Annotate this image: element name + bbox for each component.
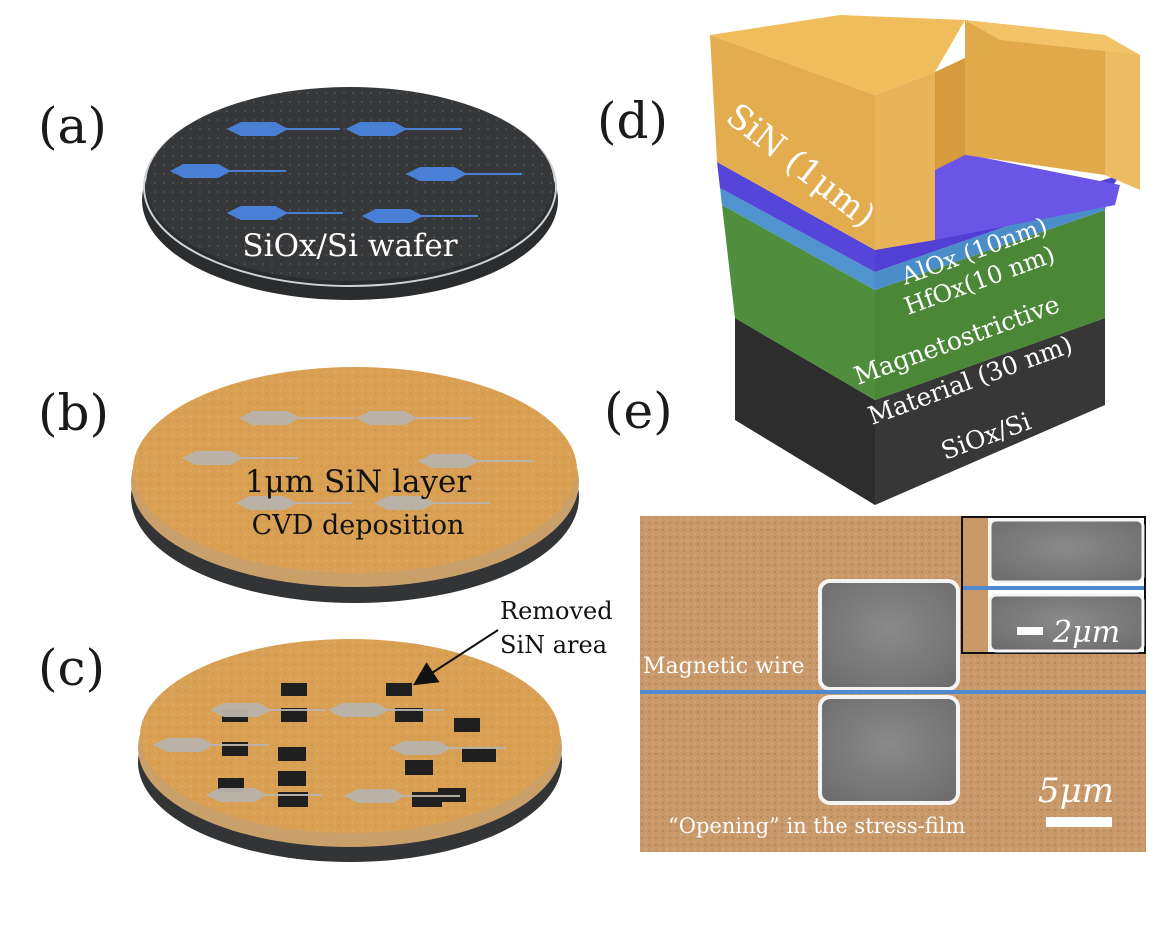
inset-opening-top xyxy=(988,518,1145,584)
panel-e: (e) Magnetic wire “Opening” in the stres… xyxy=(604,382,1146,852)
layer-sin-back-wall xyxy=(935,58,965,170)
layer-magneto-front xyxy=(722,205,875,400)
wafer-a xyxy=(142,87,558,300)
wafer-b-caption-line1: 1μm SiN layer xyxy=(245,464,472,500)
device-c6 xyxy=(343,789,460,803)
layer-substrate-side xyxy=(875,318,1105,505)
layer-sin-front xyxy=(710,35,875,250)
layer-alox-front xyxy=(717,162,875,272)
removed-sin-label-line2: SiN area xyxy=(500,631,607,659)
sem-opening-bottom xyxy=(818,695,960,805)
layer-sin-top xyxy=(710,15,965,95)
inset-opening-bottom xyxy=(988,593,1145,653)
scale-bar-inset: 2μm xyxy=(1017,615,1120,650)
scale-bar-main: 5μm xyxy=(1038,771,1114,827)
device-b1 xyxy=(238,411,355,425)
layer-substrate-front xyxy=(735,318,875,505)
opening-c1 xyxy=(281,683,307,696)
devices-a xyxy=(169,122,522,223)
device-b3 xyxy=(181,451,298,465)
layer-sin-arm-front xyxy=(875,72,935,250)
device-a4 xyxy=(405,167,522,181)
device-a6 xyxy=(361,209,478,223)
panel-d-label: (d) xyxy=(597,92,668,150)
device-b2 xyxy=(355,411,472,425)
opening-c2 xyxy=(281,708,307,722)
device-c5 xyxy=(205,788,322,802)
panel-e-label: (e) xyxy=(604,382,673,440)
device-a5 xyxy=(226,206,343,220)
opening-label: “Opening” in the stress-film xyxy=(668,814,965,838)
device-a1 xyxy=(226,122,340,136)
sem-image xyxy=(640,516,1146,852)
magnetic-wire-label: Magnetic wire xyxy=(643,654,805,679)
panel-a: (a) SiOx/Si wafer xyxy=(38,87,558,300)
panel-b: (b) 1μm SiN layer CVD deposition xyxy=(38,367,579,603)
device-c4 xyxy=(389,741,506,755)
layer-sin-cavity-floor xyxy=(935,148,1120,240)
layer-sin-back-arm xyxy=(965,20,1105,175)
panel-a-label: (a) xyxy=(38,97,107,155)
scale-bar-main-line xyxy=(1046,817,1112,827)
opening-c5 xyxy=(454,718,480,732)
panel-c-label: (c) xyxy=(38,639,105,697)
device-b5 xyxy=(235,496,352,510)
panel-c: (c) xyxy=(38,597,613,862)
scale-bar-inset-line xyxy=(1017,627,1043,635)
scale-bar-main-label: 5μm xyxy=(1038,771,1114,811)
panel-b-label: (b) xyxy=(38,384,109,442)
devices-b xyxy=(181,411,534,510)
wafer-a-caption: SiOx/Si wafer xyxy=(242,228,457,264)
device-b4 xyxy=(417,454,534,468)
opening-c10 xyxy=(462,748,496,762)
opening-c4 xyxy=(395,708,423,722)
wafer-c-texture xyxy=(140,639,560,833)
wafer-b-caption-line2: CVD deposition xyxy=(252,510,465,541)
layer-hfox-front xyxy=(720,188,875,290)
device-c3 xyxy=(152,738,269,752)
scale-bar-inset-label: 2μm xyxy=(1052,615,1120,650)
device-b6 xyxy=(373,496,490,510)
opening-c9 xyxy=(278,771,306,786)
inset-film-left xyxy=(963,518,988,652)
removed-sin-arrow xyxy=(412,629,499,686)
panel-d: (d) SiN (1μm) AlOx (10nm) HfOx(10 nm) Ma… xyxy=(597,15,1140,505)
device-c1 xyxy=(209,703,326,717)
device-a3 xyxy=(169,164,286,178)
layer-stack xyxy=(710,15,1140,505)
opening-c14 xyxy=(412,792,442,807)
device-c2 xyxy=(327,703,444,717)
opening-c11 xyxy=(405,760,433,775)
layer-sin-top-right xyxy=(965,20,1140,55)
layer-magneto-side xyxy=(875,210,1105,400)
opening-c3 xyxy=(386,683,412,696)
opening-c8 xyxy=(278,747,306,761)
removed-sin-label-line1: Removed xyxy=(500,597,613,625)
devices-c xyxy=(152,703,506,803)
sem-opening-top xyxy=(818,579,960,691)
device-a2 xyxy=(345,122,462,136)
layer-sin-right-arm xyxy=(1105,35,1140,190)
